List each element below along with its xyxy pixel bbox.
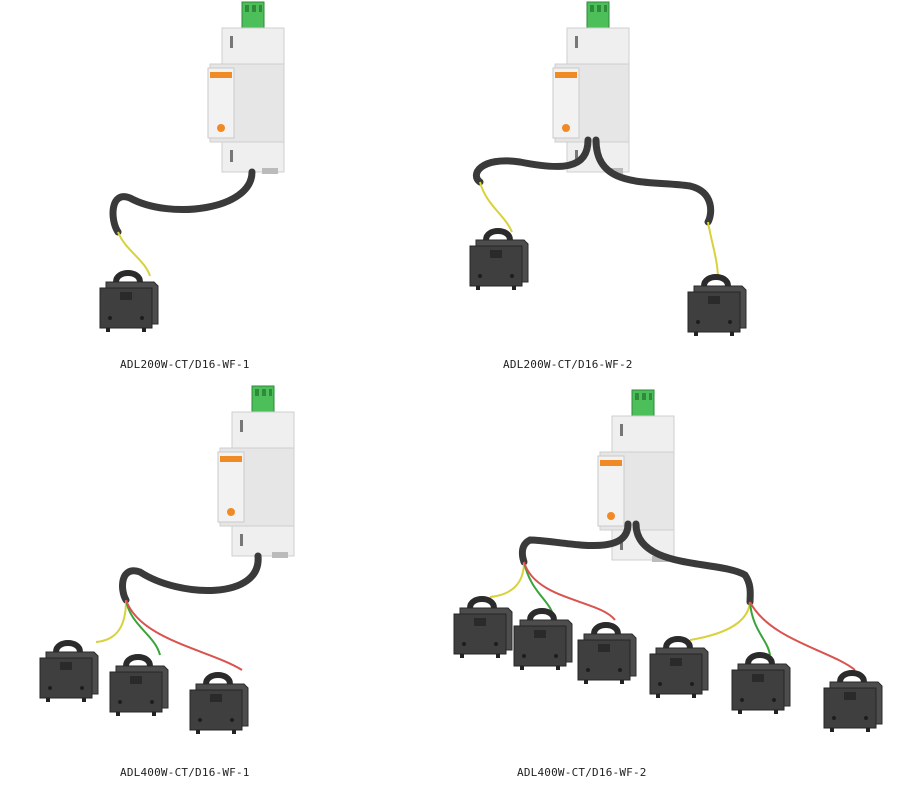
caption-product-2: ADL200W-CT/D16-WF-2 bbox=[503, 358, 633, 371]
product-image-1 bbox=[100, 1, 285, 332]
caption-product-1: ADL200W-CT/D16-WF-1 bbox=[120, 358, 250, 371]
product-image-3 bbox=[40, 385, 295, 734]
product-image-4 bbox=[454, 389, 882, 732]
caption-product-4: ADL400W-CT/D16-WF-2 bbox=[517, 766, 647, 779]
caption-product-3: ADL400W-CT/D16-WF-1 bbox=[120, 766, 250, 779]
product-image-2 bbox=[470, 1, 746, 336]
